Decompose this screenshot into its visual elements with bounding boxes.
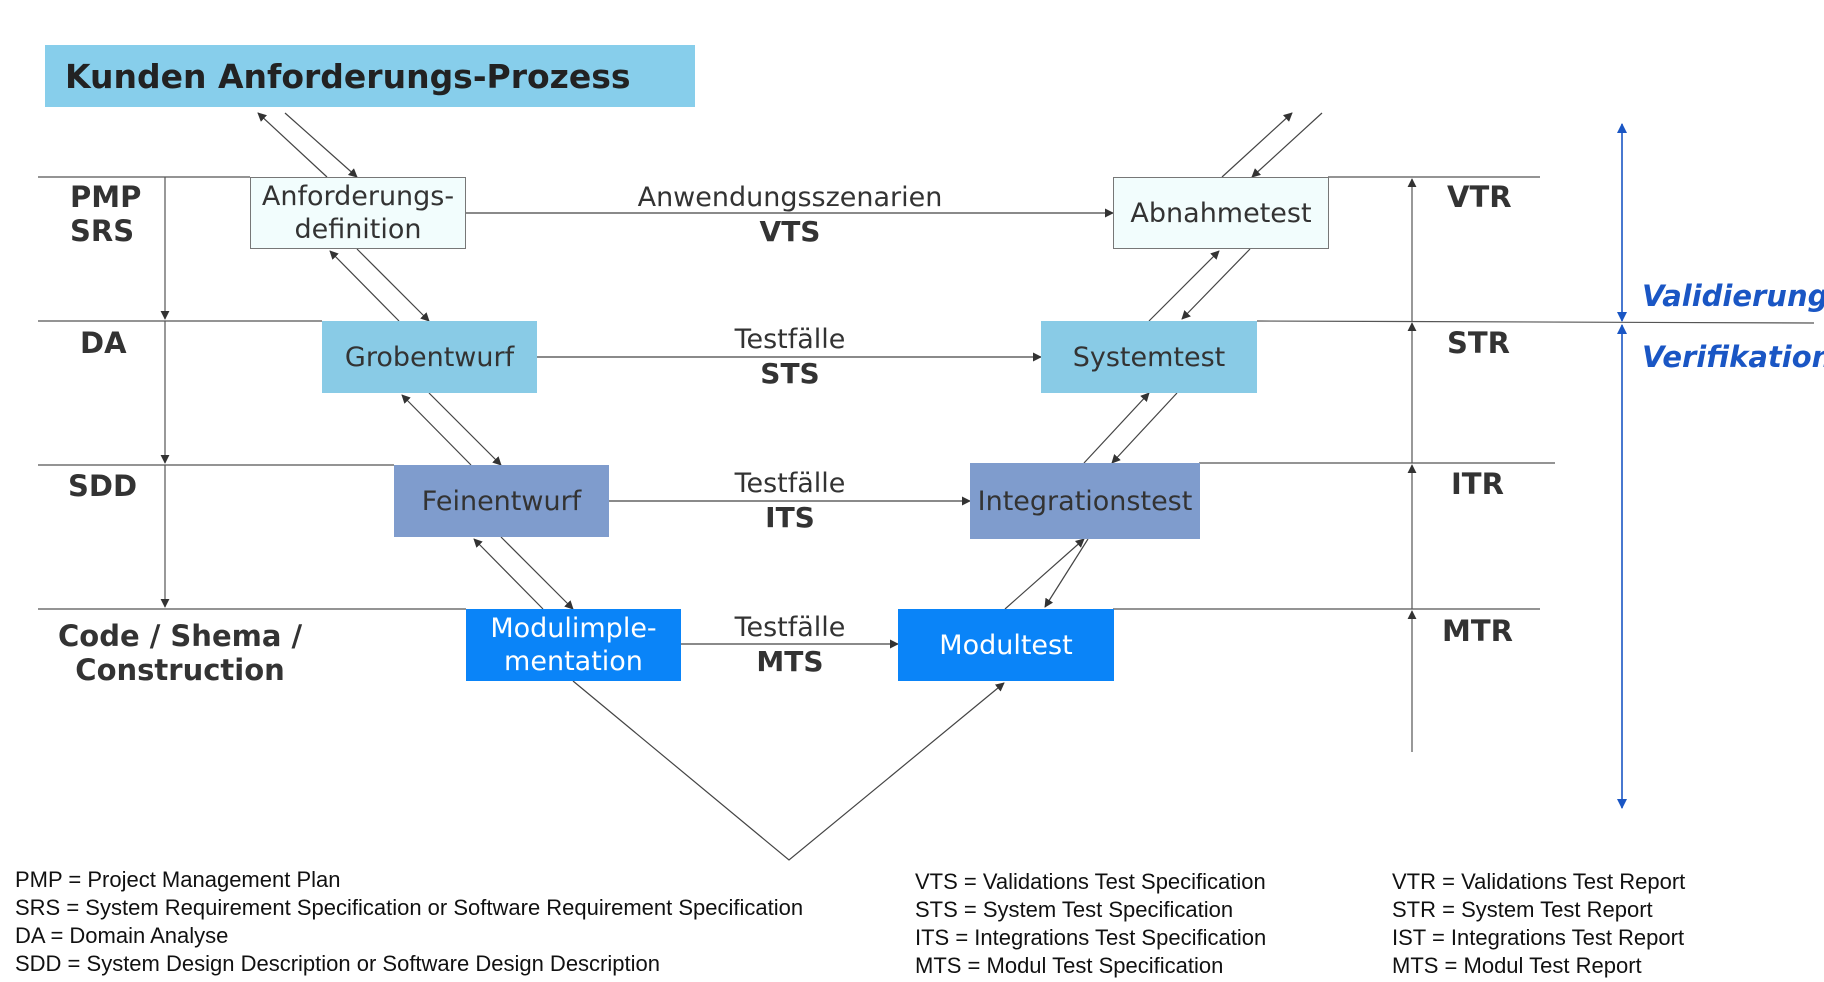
- process-title-bar: Kunden Anforderungs-Prozess: [45, 45, 695, 107]
- legend-da: DA = Domain Analyse: [15, 923, 229, 948]
- phase-anforderungsdefinition[interactable]: Anforderungs- definition: [250, 177, 466, 249]
- left-doc-level-2: DA: [80, 326, 127, 360]
- phase-systemtest-label: Systemtest: [1072, 341, 1226, 373]
- right-doc-vtr: VTR: [1447, 180, 1512, 214]
- phase-grobentwurf-label: Grobentwurf: [344, 341, 515, 373]
- legend-column-2: VTS = Validations Test Specification STS…: [915, 868, 1266, 980]
- diag-right-0-down: [1251, 112, 1323, 178]
- left-doc-code-line-1: Code / Shema /: [58, 619, 303, 653]
- v-bottom-path: [572, 680, 1005, 861]
- phase-grobentwurf[interactable]: Grobentwurf: [322, 321, 537, 393]
- diag-right-1-down: [1181, 248, 1251, 320]
- phase-modulimplementation[interactable]: Modulimple- mentation: [466, 609, 681, 681]
- phase-abnahmetest[interactable]: Abnahmetest: [1113, 177, 1329, 249]
- connection-label-vts: Anwendungsszenarien VTS: [590, 181, 990, 249]
- connection-sts-code: STS: [760, 357, 820, 390]
- phase-abnahmetest-label: Abnahmetest: [1130, 197, 1312, 229]
- phase-feinentwurf[interactable]: Feinentwurf: [394, 465, 609, 537]
- phase-modulimplementation-line-2: mentation: [504, 646, 643, 677]
- left-doc-level-4: Code / Shema / Construction: [58, 619, 302, 687]
- connection-label-mts: Testfälle MTS: [640, 611, 940, 679]
- right-doc-mtr: MTR: [1442, 614, 1513, 648]
- right-doc-str: STR: [1447, 326, 1510, 360]
- diag-right-0-up: [1221, 112, 1293, 178]
- diag-left-0-up: [257, 112, 328, 178]
- left-doc-level-1: PMP SRS: [70, 180, 141, 248]
- diag-left-1-down: [356, 248, 430, 322]
- legend-ist: IST = Integrations Test Report: [1392, 925, 1685, 950]
- right-doc-itr: ITR: [1451, 467, 1504, 501]
- phase-modulimplementation-line-1: Modulimple-: [490, 613, 657, 644]
- legend-sdd: SDD = System Design Description or Softw…: [15, 951, 660, 976]
- connection-label-sts: Testfälle STS: [640, 323, 940, 391]
- process-title: Kunden Anforderungs-Prozess: [65, 56, 631, 96]
- connection-its-text: Testfälle: [734, 468, 846, 499]
- legend-str: STR = System Test Report: [1392, 897, 1653, 922]
- legend-column-1: PMP = Project Management Plan SRS = Syst…: [15, 866, 803, 978]
- phase-integrationstest[interactable]: Integrationstest: [970, 463, 1200, 539]
- connection-sts-text: Testfälle: [734, 324, 846, 355]
- legend-mts-spec: MTS = Modul Test Specification: [915, 953, 1224, 978]
- diag-right-3-down: [1044, 538, 1089, 608]
- diag-left-3-up: [473, 538, 544, 610]
- verification-label: Verifikation: [1642, 340, 1824, 374]
- legend-pmp: PMP = Project Management Plan: [15, 867, 341, 892]
- legend-vtr: VTR = Validations Test Report: [1392, 869, 1686, 894]
- legend-vts: VTS = Validations Test Specification: [915, 869, 1266, 894]
- level-line-2-right: [1256, 320, 1815, 324]
- diag-left-1-up: [329, 250, 400, 322]
- connection-vts-code: VTS: [759, 215, 821, 248]
- diag-right-2-down: [1111, 392, 1178, 464]
- left-doc-code-line-2: Construction: [75, 653, 285, 687]
- phase-systemtest[interactable]: Systemtest: [1041, 321, 1257, 393]
- phase-modultest[interactable]: Modultest: [898, 609, 1114, 681]
- phase-modultest-label: Modultest: [939, 629, 1073, 661]
- left-doc-srs: SRS: [70, 214, 135, 248]
- legend-srs: SRS = System Requirement Specification o…: [15, 895, 804, 920]
- phase-anforderungsdefinition-line-2: definition: [294, 214, 422, 245]
- diag-left-2-up: [401, 394, 472, 466]
- connection-label-its: Testfälle ITS: [640, 467, 940, 535]
- connection-mts-text: Testfälle: [734, 612, 846, 643]
- legend-its: ITS = Integrations Test Specification: [915, 925, 1267, 950]
- connection-its-code: ITS: [765, 501, 815, 534]
- connection-mts-code: MTS: [756, 645, 824, 678]
- connection-vts-text: Anwendungsszenarien: [637, 182, 943, 213]
- diag-right-1-up: [1148, 250, 1220, 322]
- left-doc-level-3: SDD: [68, 469, 138, 503]
- validation-label: Validierung: [1642, 279, 1824, 313]
- legend-column-3: VTR = Validations Test Report STR = Syst…: [1392, 868, 1685, 980]
- left-doc-pmp: PMP: [70, 180, 142, 214]
- phase-integrationstest-label: Integrationstest: [977, 485, 1193, 517]
- legend-mts-report: MTS = Modul Test Report: [1392, 953, 1642, 978]
- phase-anforderungsdefinition-line-1: Anforderungs-: [261, 181, 455, 212]
- legend-sts: STS = System Test Specification: [915, 897, 1234, 922]
- diag-right-3-up: [1004, 538, 1085, 610]
- diag-right-2-up: [1083, 392, 1150, 464]
- diag-left-3-down: [500, 536, 574, 610]
- diag-left-0-down: [284, 112, 358, 178]
- phase-feinentwurf-label: Feinentwurf: [421, 485, 582, 517]
- diag-left-2-down: [428, 392, 502, 466]
